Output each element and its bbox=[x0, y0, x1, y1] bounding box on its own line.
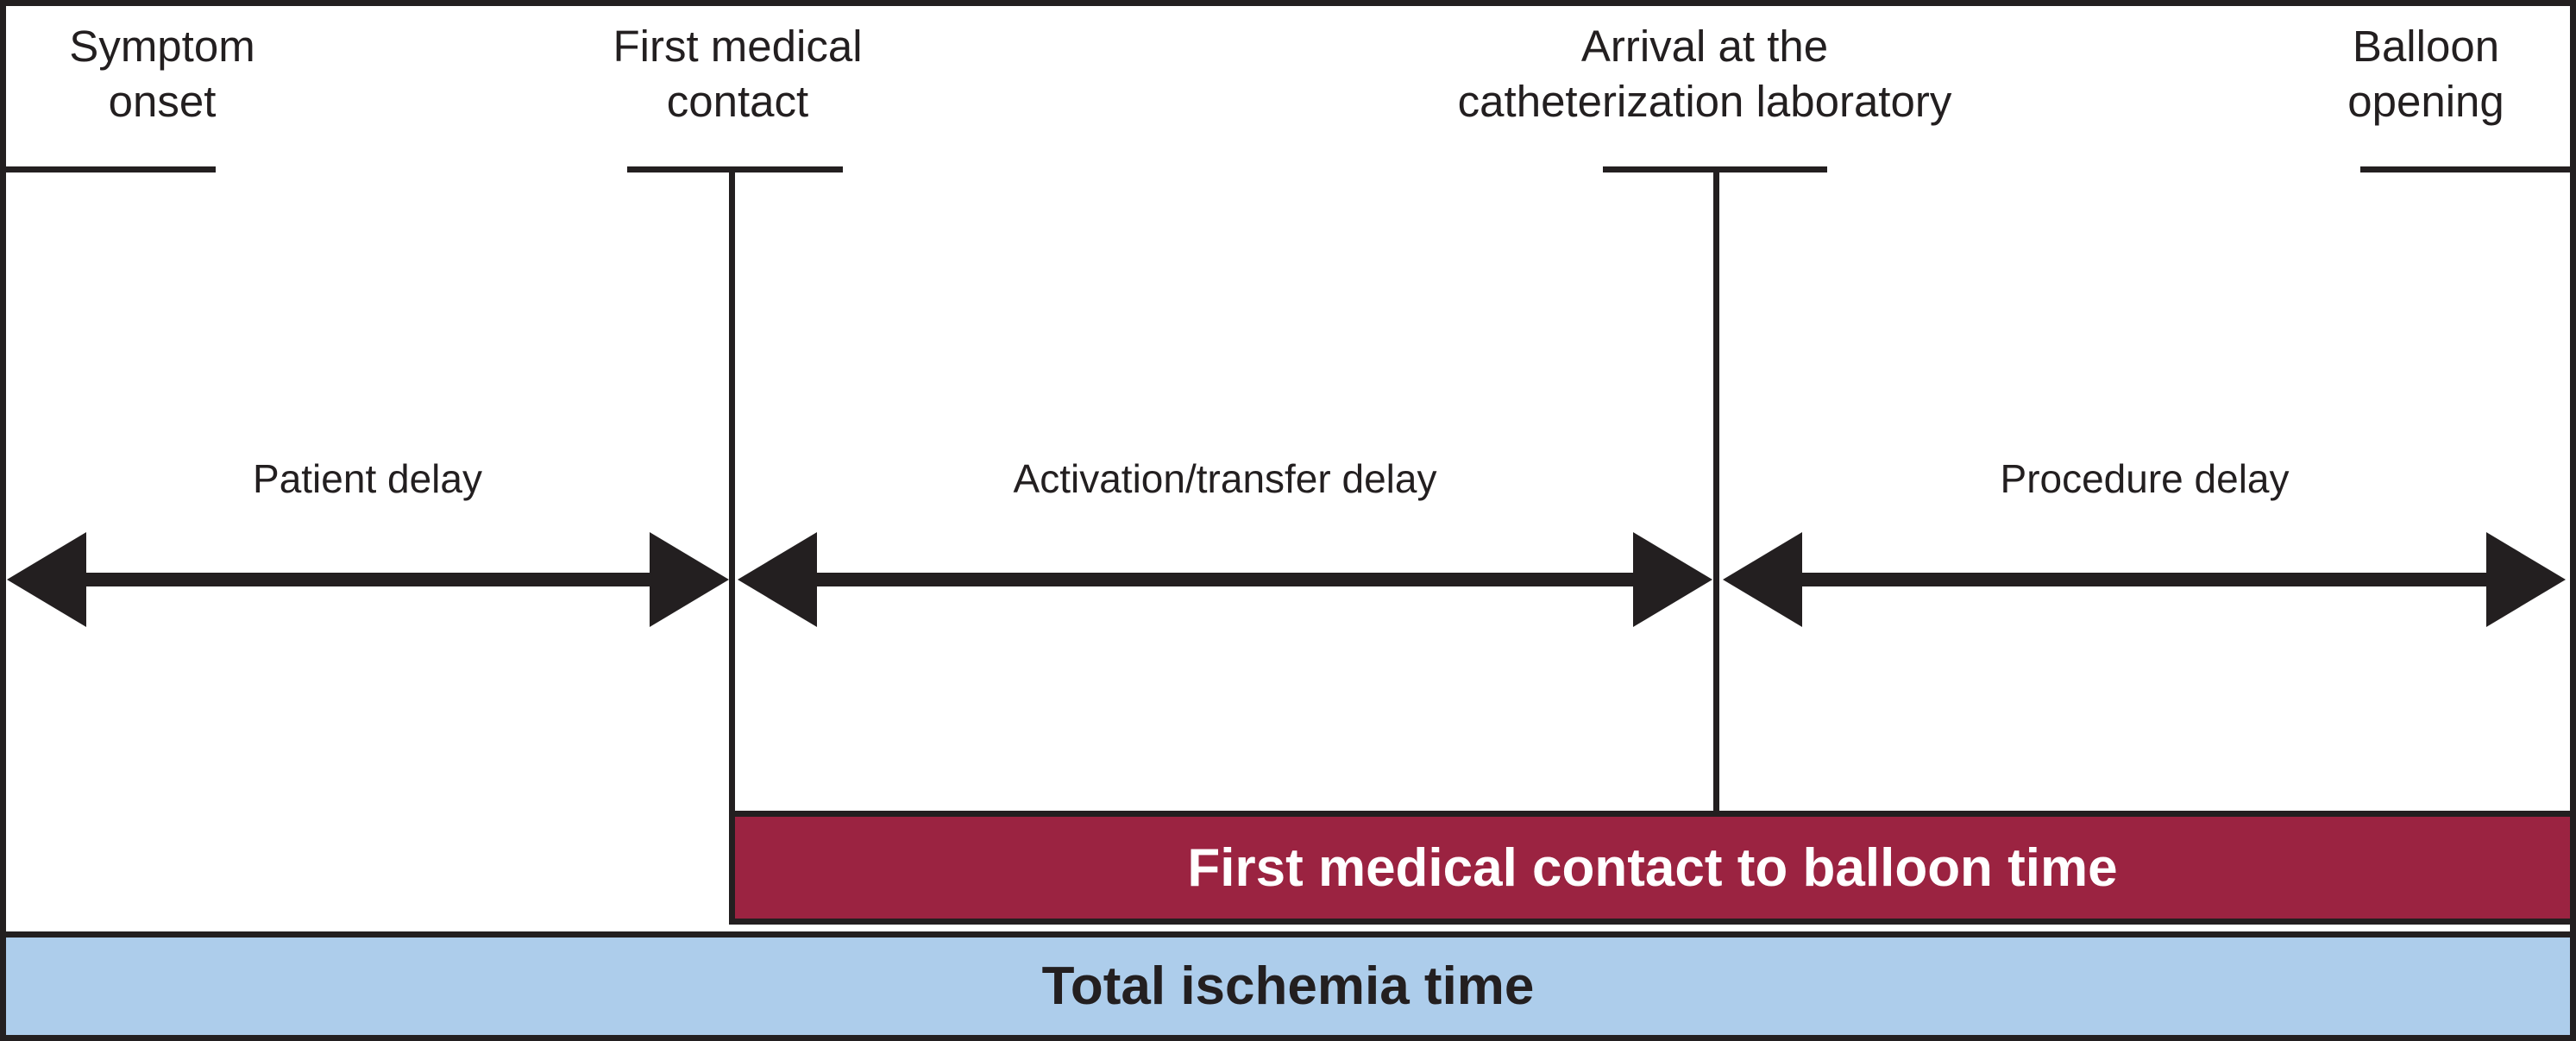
total-ischemia-time-bar: Total ischemia time bbox=[0, 931, 2576, 1041]
arrow-head-left-icon bbox=[1723, 532, 1802, 627]
tick-cath-lab-arrival bbox=[1603, 166, 1827, 172]
tick-first-medical-contact bbox=[627, 166, 843, 172]
procedure-delay-arrow bbox=[1723, 532, 2566, 627]
arrow-shaft bbox=[810, 573, 1640, 586]
arrow-head-left-icon bbox=[7, 532, 86, 627]
fmc-to-balloon-time-bar: First medical contact to balloon time bbox=[729, 811, 2576, 925]
patient-delay-arrow bbox=[7, 532, 729, 627]
delay-label-activation-transfer: Activation/transfer delay bbox=[1013, 456, 1437, 501]
delay-label-patient: Patient delay bbox=[253, 456, 482, 501]
total-ischemia-time-label: Total ischemia time bbox=[1041, 956, 1535, 1016]
activation-transfer-delay-arrow bbox=[738, 532, 1712, 627]
tick-balloon-opening bbox=[2360, 166, 2576, 172]
event-label-cath-lab-arrival: Arrival at the catheterization laborator… bbox=[1457, 22, 1952, 126]
arrow-head-right-icon bbox=[1633, 532, 1712, 627]
arrow-head-left-icon bbox=[738, 532, 817, 627]
arrow-head-right-icon bbox=[2486, 532, 2566, 627]
event-line-cath-lab-arrival bbox=[1713, 170, 1719, 814]
event-label-balloon-opening: Balloon opening bbox=[2347, 22, 2504, 126]
fmc-to-balloon-time-label: First medical contact to balloon time bbox=[1187, 837, 2118, 898]
arrow-head-right-icon bbox=[650, 532, 729, 627]
event-label-first-medical-contact: First medical contact bbox=[613, 22, 863, 126]
event-line-first-medical-contact bbox=[729, 170, 735, 817]
delay-label-procedure: Procedure delay bbox=[2000, 456, 2290, 501]
arrow-shaft bbox=[79, 573, 657, 586]
arrow-shaft bbox=[1795, 573, 2493, 586]
event-label-symptom-onset: Symptom onset bbox=[69, 22, 255, 126]
tick-symptom-onset bbox=[0, 166, 216, 172]
